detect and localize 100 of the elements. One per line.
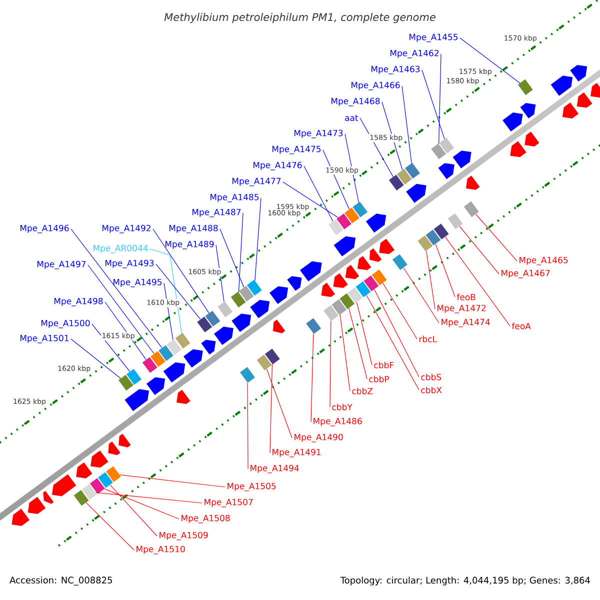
gene-label: Mpe_A1496 (20, 224, 69, 234)
gene-box (464, 201, 479, 218)
gene-label: Mpe_A1500 (41, 320, 90, 328)
gene-box (246, 280, 262, 296)
gene-label: Mpe_A1489 (165, 240, 214, 250)
gene-label: aat (345, 114, 358, 122)
leader-line (70, 338, 121, 379)
gene-label: Mpe_A1487 (192, 208, 241, 218)
gene-label: cbbZ (352, 388, 373, 394)
gene-label: Mpe_A1466 (351, 82, 400, 90)
gene-box (448, 213, 463, 230)
gene-box (118, 374, 134, 391)
leader-line (152, 228, 210, 314)
gene-box (352, 202, 368, 218)
leader-line (86, 502, 134, 550)
gene-box (230, 292, 246, 308)
leader-line (266, 368, 292, 438)
gene-box (166, 339, 182, 355)
gene-box (518, 79, 533, 96)
gene-box (158, 345, 174, 361)
leader-line (282, 182, 338, 218)
gene-label: feoB (456, 294, 476, 300)
leader-line (330, 320, 332, 408)
gene-label: Mpe_A1465 (520, 256, 568, 266)
gene-label: feoA (512, 322, 531, 330)
gene-box (426, 230, 441, 246)
gene-box (98, 472, 113, 488)
gene-box (348, 287, 363, 304)
gene-box (90, 478, 105, 494)
leader-line (310, 333, 314, 422)
gene-label: cbbY (332, 404, 352, 410)
gene-label: Mpe_A1485 (210, 194, 259, 202)
gene-box (405, 162, 420, 179)
gene-label: Mpe_A1473 (294, 130, 343, 138)
gene-label: Mpe_A1498 (54, 298, 103, 306)
leader-line (110, 484, 158, 536)
gene-label: Mpe_A1491 (272, 448, 321, 458)
leader-line (374, 289, 420, 378)
gene-box (74, 490, 89, 506)
leader-line (164, 282, 174, 340)
leader-line (402, 86, 412, 164)
leader-line (356, 302, 372, 366)
gene-label: Mpe_A1509 (160, 532, 208, 540)
gene-box (175, 332, 190, 349)
gene-box (332, 299, 347, 316)
gene-box (150, 351, 166, 367)
gene-label: Mpe_A1488 (169, 224, 218, 234)
leader-line (438, 54, 442, 144)
gene-label: Mpe_A1490 (294, 434, 343, 442)
gene-label: Mpe_A1477 (232, 178, 281, 186)
accession-text: Accession: NC_008825 (10, 576, 112, 586)
gene-box (218, 301, 233, 318)
leader-line (348, 308, 368, 380)
title: Methylibium petroleiphilum PM1, complete genome (164, 12, 436, 24)
gene-box (336, 214, 352, 230)
leader-line (70, 228, 162, 348)
gene-box (197, 316, 212, 332)
gene-box (434, 224, 449, 240)
gene-box (344, 208, 360, 224)
leader-line (88, 264, 154, 354)
gene-box (328, 219, 344, 236)
leader-line (476, 214, 518, 262)
leader-line (150, 248, 182, 334)
gene-label: Mpe_A1508 (182, 514, 230, 524)
gene-box (238, 286, 254, 302)
gene-label: Mpe_AR0044 (94, 244, 148, 254)
leader-line (104, 488, 180, 520)
gene-label: Mpe_A1510 (136, 546, 185, 554)
leader-line (340, 314, 350, 392)
gene-box (388, 174, 404, 190)
gene-label: Mpe_A1476 (253, 162, 302, 170)
gene-label: Mpe_A1467 (502, 270, 550, 278)
gene-box (142, 357, 158, 373)
leader-line (304, 166, 334, 222)
gene-label: Mpe_A1462 (390, 50, 438, 58)
gene-box (240, 367, 255, 383)
gene-label: rbcL (419, 336, 437, 342)
gene-label: cbbX (421, 386, 442, 394)
gene-box (324, 305, 338, 321)
gene-box (126, 368, 142, 385)
leader-line (156, 264, 201, 320)
gene-label: Mpe_A1468 (331, 98, 380, 106)
gene-label: Mpe_A1493 (105, 260, 154, 268)
gene-box (364, 276, 379, 292)
gene-label: Mpe_A1505 (228, 482, 276, 492)
leader-line (220, 228, 244, 288)
leader-line (382, 102, 403, 170)
gene-box (396, 168, 412, 185)
leader-line (403, 267, 440, 324)
gene-label: cbbP (369, 376, 389, 382)
leader-line (344, 134, 359, 203)
gene-box (372, 270, 387, 286)
leader-line (120, 474, 226, 488)
leader-line (254, 198, 262, 281)
gene-label: Mpe_A1494 (250, 464, 299, 474)
leader-line (216, 244, 224, 302)
gene-label: cbbF (374, 362, 394, 368)
leader-line (382, 282, 418, 340)
gene-box (439, 138, 454, 154)
gene-box (306, 318, 322, 334)
